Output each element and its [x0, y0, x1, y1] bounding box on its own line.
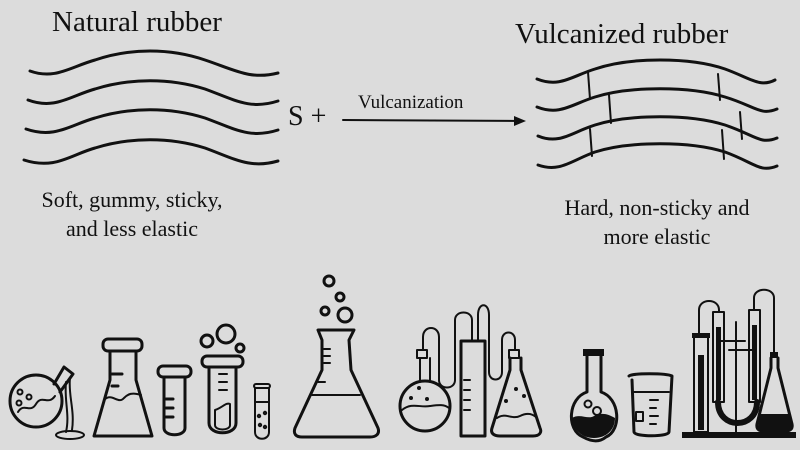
vulcanized-rubber-chains-icon	[535, 58, 779, 170]
connected-flasks-apparatus-icon	[398, 304, 543, 438]
natural-rubber-chains-icon	[22, 49, 280, 166]
bubbling-erlenmeyer-flask-icon	[292, 274, 380, 439]
natural-rubber-caption-line1: Soft, gummy, sticky,	[41, 187, 223, 212]
vulcanization-label: Vulcanization	[358, 92, 464, 113]
vulcanized-rubber-caption: Hard, non-sticky and more elastic	[527, 193, 787, 251]
vulcanized-rubber-caption-line1: Hard, non-sticky and	[564, 195, 750, 220]
u-tube-distillation-apparatus-icon	[682, 288, 796, 438]
vulcanized-rubber-caption-line2: more elastic	[603, 224, 711, 249]
natural-rubber-caption: Soft, gummy, sticky, and less elastic	[2, 185, 262, 243]
erlenmeyer-flask-icon	[92, 337, 154, 438]
pouring-round-flask-icon	[8, 365, 85, 440]
sulfur-reagent: S +	[288, 101, 327, 132]
small-test-tube-icon	[253, 383, 271, 440]
vulcanized-rubber-title: Vulcanized rubber	[515, 18, 729, 50]
bubbling-test-tube-icon	[199, 323, 246, 435]
natural-rubber-caption-line2: and less elastic	[66, 216, 198, 241]
natural-rubber-title: Natural rubber	[52, 6, 222, 38]
test-tube-icon	[156, 364, 193, 437]
round-bottom-flask-icon	[569, 349, 619, 443]
beaker-icon	[627, 372, 674, 438]
reaction-arrow-icon	[342, 116, 526, 126]
